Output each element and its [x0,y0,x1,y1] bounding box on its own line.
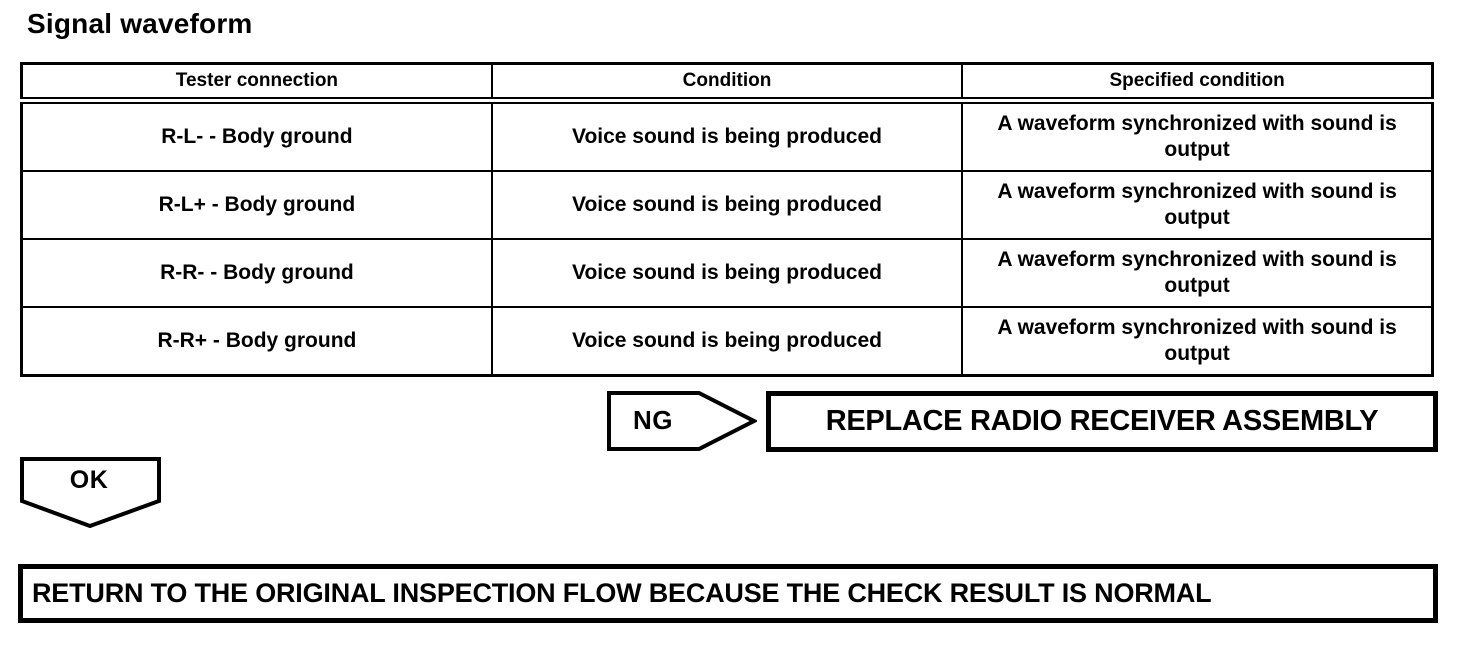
table-header: Tester connection Condition Specified co… [20,62,1434,104]
tester-connection-cell: R-R+ - Body ground [20,306,493,377]
page-title: Signal waveform [27,8,253,39]
table-body: R-L- - Body ground Voice sound is being … [20,99,1434,377]
specified-condition-cell: A waveform synchronized with sound is ou… [961,99,1434,172]
table-row: R-R- - Body ground Voice sound is being … [20,238,1434,308]
ok-label: OK [69,466,109,494]
ok-arrow-icon [20,457,161,529]
tester-connection-cell: R-L- - Body ground [20,99,493,172]
column-header-condition: Condition [490,62,964,104]
ok-action-box: RETURN TO THE ORIGINAL INSPECTION FLOW B… [18,564,1438,623]
column-header-specified-condition: Specified condition [961,62,1434,104]
ng-connector: NG [607,391,757,451]
ok-connector: OK [20,457,162,529]
ng-action-box: REPLACE RADIO RECEIVER ASSEMBLY [766,391,1438,452]
condition-cell: Voice sound is being produced [490,170,964,240]
specified-condition-cell: A waveform synchronized with sound is ou… [961,306,1434,377]
table-row: R-L+ - Body ground Voice sound is being … [20,170,1434,240]
signal-waveform-table: Tester connection Condition Specified co… [20,62,1434,377]
specified-condition-cell: A waveform synchronized with sound is ou… [961,170,1434,240]
condition-cell: Voice sound is being produced [490,99,964,172]
tester-connection-cell: R-R- - Body ground [20,238,493,308]
column-header-tester-connection: Tester connection [20,62,493,104]
ng-arrow-icon [607,391,757,451]
condition-cell: Voice sound is being produced [490,306,964,377]
table-row: R-L- - Body ground Voice sound is being … [20,99,1434,172]
condition-cell: Voice sound is being produced [490,238,964,308]
tester-connection-cell: R-L+ - Body ground [20,170,493,240]
table-header-row: Tester connection Condition Specified co… [20,62,1434,104]
table-row: R-R+ - Body ground Voice sound is being … [20,306,1434,377]
specified-condition-cell: A waveform synchronized with sound is ou… [961,238,1434,308]
ng-label: NG [633,404,673,435]
